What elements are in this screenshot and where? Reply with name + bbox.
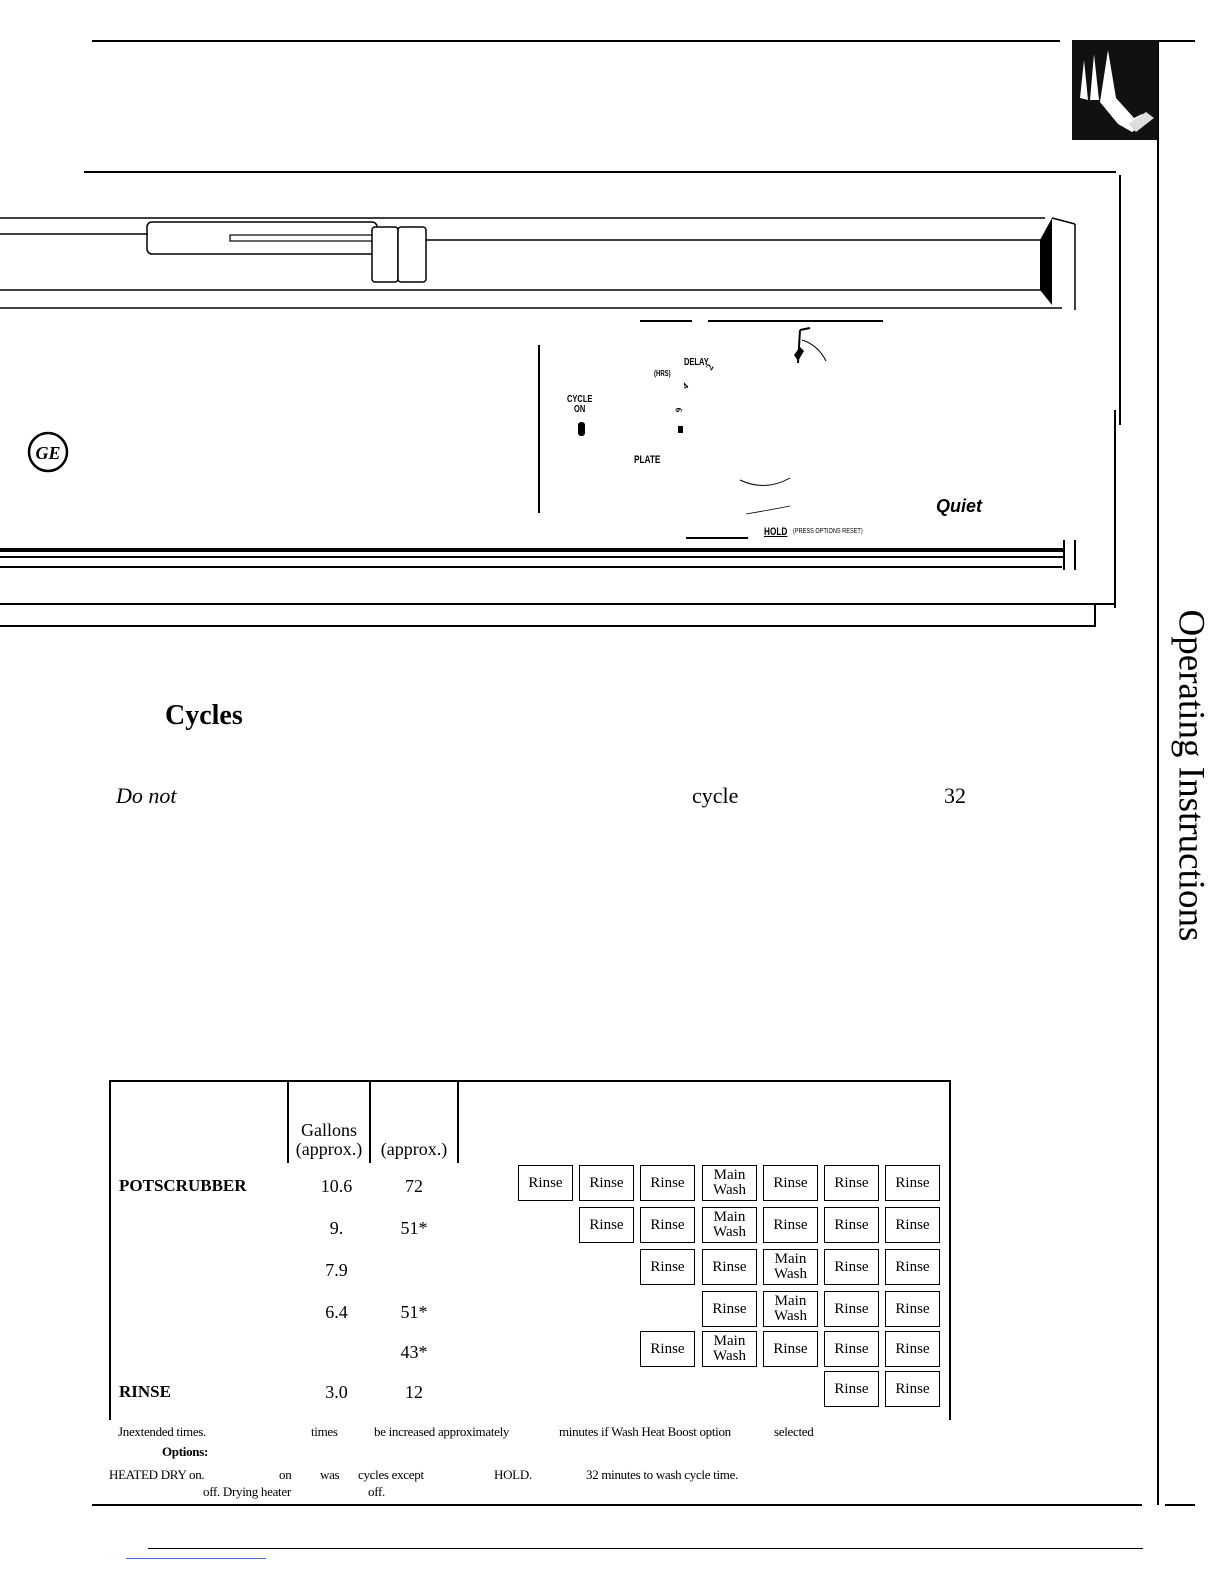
door-handle-illustration xyxy=(0,217,1076,310)
rinse-step: Rinse xyxy=(702,1249,757,1285)
rinse-step: Rinse xyxy=(824,1207,879,1243)
gallons-value: 6.4 xyxy=(325,1302,348,1322)
dial-number-4: 4 xyxy=(680,380,691,392)
gallons-value: 9. xyxy=(329,1218,344,1238)
cycle-name: POTSCRUBBER xyxy=(119,1176,247,1195)
dial-arc-lower xyxy=(739,477,791,515)
section-heading: Cycles xyxy=(165,700,243,731)
svg-text:GE: GE xyxy=(35,443,60,463)
note-fragment: times xyxy=(311,1424,338,1439)
cycle-on-indicator-light xyxy=(578,422,585,436)
options-label: Options: xyxy=(162,1444,209,1459)
press-options-reset-label: (PRESS OPTIONS RESET) xyxy=(793,528,863,535)
rinse-step: Rinse xyxy=(640,1207,695,1243)
quiet-badge: Quiet xyxy=(936,496,983,516)
rinse-step: Rinse xyxy=(885,1249,940,1285)
minutes-value: 12 xyxy=(405,1382,423,1402)
note-fragment: on xyxy=(279,1467,292,1482)
footer-link-underline xyxy=(126,1558,266,1559)
gallons-header: Gallons (approx.) xyxy=(295,1120,363,1159)
rinse-step: Rinse xyxy=(885,1371,940,1407)
rinse-step: Rinse xyxy=(518,1165,573,1201)
rinse-step: Rinse xyxy=(824,1331,879,1367)
note-fragment: HEATED DRY on. xyxy=(109,1467,205,1482)
hold-label: HOLD xyxy=(764,526,788,538)
cycle-table: Gallons (approx.) (approx.) POTSCRUBBER 1… xyxy=(109,1080,951,1420)
delay-label: DELAY xyxy=(684,357,709,368)
cycle-on-label-line2: ON xyxy=(574,404,586,415)
cycle-dial-pointer xyxy=(794,327,827,364)
delay-indicator-light xyxy=(678,426,683,433)
note-fragment: HOLD. xyxy=(494,1467,532,1482)
gallons-value: 3.0 xyxy=(325,1382,348,1402)
note-fragment: selected xyxy=(774,1424,814,1439)
note-fragment: off. xyxy=(368,1484,385,1499)
right-margin-rule xyxy=(1157,40,1159,1505)
dial-number-6: 6 xyxy=(673,407,684,413)
delay-hours-label: (HRS) xyxy=(654,369,671,378)
rinse-step: Rinse xyxy=(885,1165,940,1201)
hand-pressing-button-icon xyxy=(1072,40,1158,140)
top-rule xyxy=(92,40,1060,42)
main-wash-step: Main Wash xyxy=(702,1331,757,1367)
bottom-rule xyxy=(92,1504,1142,1506)
rinse-step: Rinse xyxy=(702,1291,757,1327)
note-fragment: be increased approximately xyxy=(374,1424,510,1439)
note-fragment: off. Drying heater xyxy=(203,1484,291,1499)
side-section-title: Operating Instructions xyxy=(1170,609,1212,941)
rinse-step: Rinse xyxy=(640,1249,695,1285)
note-fragment: Jnextended times. xyxy=(118,1424,207,1439)
note-fragment: cycles except xyxy=(358,1467,424,1482)
footer-rule xyxy=(148,1548,1143,1549)
note-fragment: 32 minutes to wash cycle time. xyxy=(586,1467,739,1482)
rinse-step: Rinse xyxy=(824,1371,879,1407)
top-rule-right xyxy=(1145,40,1195,42)
body-text-fragment: cycle xyxy=(692,783,739,808)
main-wash-step: Main Wash xyxy=(702,1207,757,1243)
rinse-step: Rinse xyxy=(885,1331,940,1367)
body-text-fragment: Do not xyxy=(116,783,177,808)
main-wash-step: Main Wash xyxy=(763,1249,818,1285)
rinse-step: Rinse xyxy=(579,1165,634,1201)
note-fragment: was xyxy=(320,1467,340,1482)
ge-logo: GE xyxy=(27,431,69,473)
body-text-fragment: 32 xyxy=(944,783,966,808)
rinse-step: Rinse xyxy=(885,1207,940,1243)
rinse-step: Rinse xyxy=(824,1165,879,1201)
rinse-step: Rinse xyxy=(763,1207,818,1243)
cycle-on-label-line1: CYCLE xyxy=(567,394,593,405)
rinse-step: Rinse xyxy=(763,1331,818,1367)
minutes-value: 43* xyxy=(400,1342,428,1362)
main-wash-step: Main Wash xyxy=(763,1291,818,1327)
rinse-step: Rinse xyxy=(824,1291,879,1327)
rinse-step: Rinse xyxy=(824,1249,879,1285)
minutes-header: (approx.) xyxy=(380,1139,448,1159)
cycle-name: RINSE xyxy=(119,1382,171,1401)
main-wash-step: Main Wash xyxy=(702,1165,757,1201)
dial-number-2: 2 xyxy=(704,362,717,373)
plate-label: PLATE xyxy=(634,454,661,466)
gallons-value: 7.9 xyxy=(325,1260,348,1280)
rinse-step: Rinse xyxy=(763,1165,818,1201)
note-fragment: minutes if Wash Heat Boost option xyxy=(559,1424,731,1439)
bottom-rule-right xyxy=(1165,1504,1195,1506)
gallons-value: 10.6 xyxy=(320,1176,353,1196)
rinse-step: Rinse xyxy=(885,1291,940,1327)
rinse-step: Rinse xyxy=(579,1207,634,1243)
minutes-value: 51* xyxy=(400,1302,428,1322)
rinse-step: Rinse xyxy=(640,1165,695,1201)
minutes-value: 51* xyxy=(400,1218,428,1238)
minutes-value: 72 xyxy=(405,1176,423,1196)
rinse-step: Rinse xyxy=(640,1331,695,1367)
